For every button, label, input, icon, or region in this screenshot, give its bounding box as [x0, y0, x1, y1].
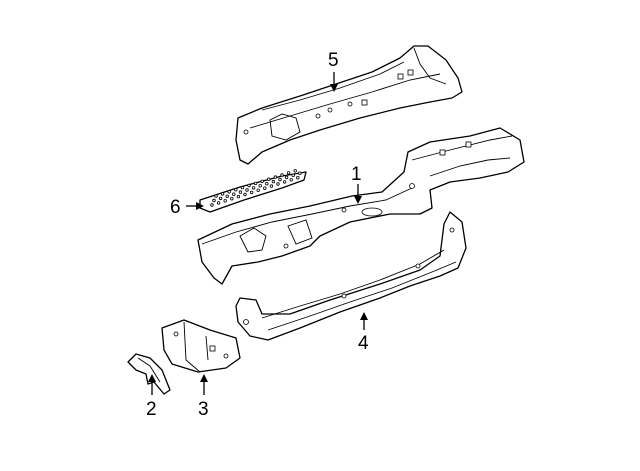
step-pad-dot — [245, 188, 249, 192]
step-pad-dot — [236, 194, 241, 199]
part-3-bracket — [161, 319, 241, 373]
step-pad-dot — [284, 175, 289, 180]
step-pad-dot — [273, 175, 278, 179]
step-pad-dot — [216, 201, 221, 205]
step-pad-dot — [280, 173, 284, 177]
step-pad-dot — [223, 199, 227, 203]
step-pad-dot — [214, 194, 218, 198]
step-pad-dot — [296, 175, 300, 180]
leader-lines — [148, 72, 368, 395]
callout-2: 2 — [146, 399, 157, 420]
step-pad-dot — [293, 169, 297, 173]
step-pad-dot — [243, 192, 247, 197]
part-5-bumper-cover — [235, 45, 463, 165]
step-pad-dot — [298, 171, 302, 175]
step-pad-dot — [256, 188, 260, 192]
step-pad-dot — [238, 190, 243, 194]
step-pad-dot — [240, 185, 245, 190]
step-pad-dot — [267, 177, 271, 181]
step-pad-dot — [227, 190, 231, 194]
step-pad-dot — [276, 182, 280, 186]
step-pad-dot — [278, 177, 282, 182]
callout-5: 5 — [328, 50, 339, 71]
step-pad-dot — [218, 196, 223, 201]
step-pad-dot — [247, 183, 251, 188]
step-pad-dot — [234, 187, 238, 192]
part-4-impact-bar — [235, 211, 467, 341]
callout-1: 1 — [351, 164, 362, 185]
callout-4: 4 — [358, 333, 369, 354]
step-pad-dot — [230, 196, 234, 201]
callout-6: 6 — [170, 197, 181, 218]
step-pad-dot — [251, 186, 256, 190]
step-pad-dot — [253, 181, 258, 186]
step-pad-dot — [249, 190, 254, 195]
step-pad-dot — [232, 192, 236, 196]
step-pad-dot — [286, 171, 291, 175]
step-pad-dot — [263, 186, 267, 190]
step-pad-dot — [282, 180, 287, 184]
step-pad-dot — [265, 181, 269, 186]
step-pad-dot — [271, 179, 276, 184]
step-pad-dot — [291, 173, 295, 177]
part-1-bumper-bar — [197, 127, 525, 285]
callout-3: 3 — [198, 399, 209, 420]
step-pad-dot — [260, 179, 264, 183]
part-2-small-bracket — [127, 353, 171, 395]
part-6-step-pad — [199, 169, 307, 213]
step-pad-dot — [210, 203, 214, 207]
step-pad-dot — [212, 198, 216, 203]
step-pad-dot — [289, 178, 293, 182]
step-pad-dot — [269, 184, 274, 188]
step-pad-dot — [220, 192, 225, 196]
step-pad-dot — [225, 194, 229, 198]
step-pad-dot — [258, 184, 262, 188]
